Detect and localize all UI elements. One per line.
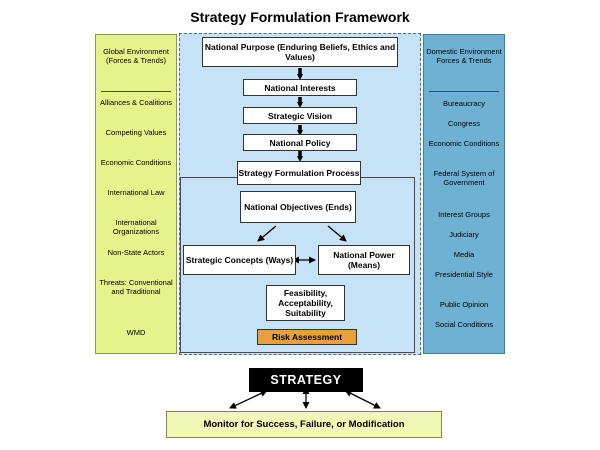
feasibility-acceptability-suitability-box: Feasibility, Acceptability, Suitability <box>266 285 345 321</box>
strategy-to-monitor-right-arrow <box>344 390 381 409</box>
domestic-environment-panel: Domestic Environment Forces & Trends Bur… <box>423 34 505 354</box>
global-item-non-state-actors: Non-State Actors <box>107 248 165 257</box>
national-policy-box: National Policy <box>243 134 357 151</box>
strategic-vision-box: Strategic Vision <box>243 107 357 124</box>
domestic-item-presidential-style: Presidential Style <box>435 270 493 279</box>
national-interests-box: National Interests <box>243 79 357 96</box>
global-item-international-organizations: International Organizations <box>112 218 160 236</box>
domestic-heading-divider <box>429 91 499 92</box>
global-item-threats: Threats: Conventional and Traditional <box>99 278 173 296</box>
objectives-to-power-arrow <box>327 225 347 242</box>
domestic-item-bureaucracy: Bureaucracy <box>442 99 486 108</box>
page-title: Strategy Formulation Framework <box>190 9 410 25</box>
global-heading-divider <box>101 91 171 92</box>
national-objectives-box: National Objectives (Ends) <box>240 191 356 223</box>
domestic-item-congress: Congress <box>447 119 481 128</box>
strategic-concepts-box: Strategic Concepts (Ways) <box>183 245 296 275</box>
risk-assessment-box: Risk Assessment <box>257 329 357 345</box>
domestic-item-judiciary: Judiciary <box>449 230 479 239</box>
domestic-item-social-conditions: Social Conditions <box>435 320 493 329</box>
global-item-alliances: Alliances & Coalitions <box>99 98 173 107</box>
monitor-box: Monitor for Success, Failure, or Modific… <box>166 411 442 438</box>
strategy-formulation-process-box: Strategy Formulation Process <box>237 161 361 185</box>
national-power-box: National Power (Means) <box>318 245 410 275</box>
strategy-to-monitor-left-arrow <box>229 390 268 409</box>
domestic-item-economic-conditions: Economic Conditions <box>428 139 500 148</box>
global-environment-heading: Global Environment (Forces & Trends) <box>103 47 169 65</box>
national-purpose-box: National Purpose (Enduring Beliefs, Ethi… <box>202 37 398 67</box>
domestic-item-media: Media <box>453 250 475 259</box>
strategy-box: STRATEGY <box>249 368 363 392</box>
domestic-item-public-opinion: Public Opinion <box>439 300 489 309</box>
global-item-competing-values: Competing Values <box>105 128 167 137</box>
global-item-economic-conditions: Economic Conditions <box>100 158 172 167</box>
global-item-international-law: International Law <box>107 188 165 197</box>
domestic-item-federal-system: Federal System of Government <box>433 169 495 187</box>
domestic-item-interest-groups: Interest Groups <box>438 210 490 219</box>
global-environment-panel: Global Environment (Forces & Trends) All… <box>95 34 177 354</box>
objectives-to-concepts-arrow <box>257 225 277 242</box>
domestic-environment-heading: Domestic Environment Forces & Trends <box>426 47 502 65</box>
global-item-wmd: WMD <box>126 328 146 337</box>
